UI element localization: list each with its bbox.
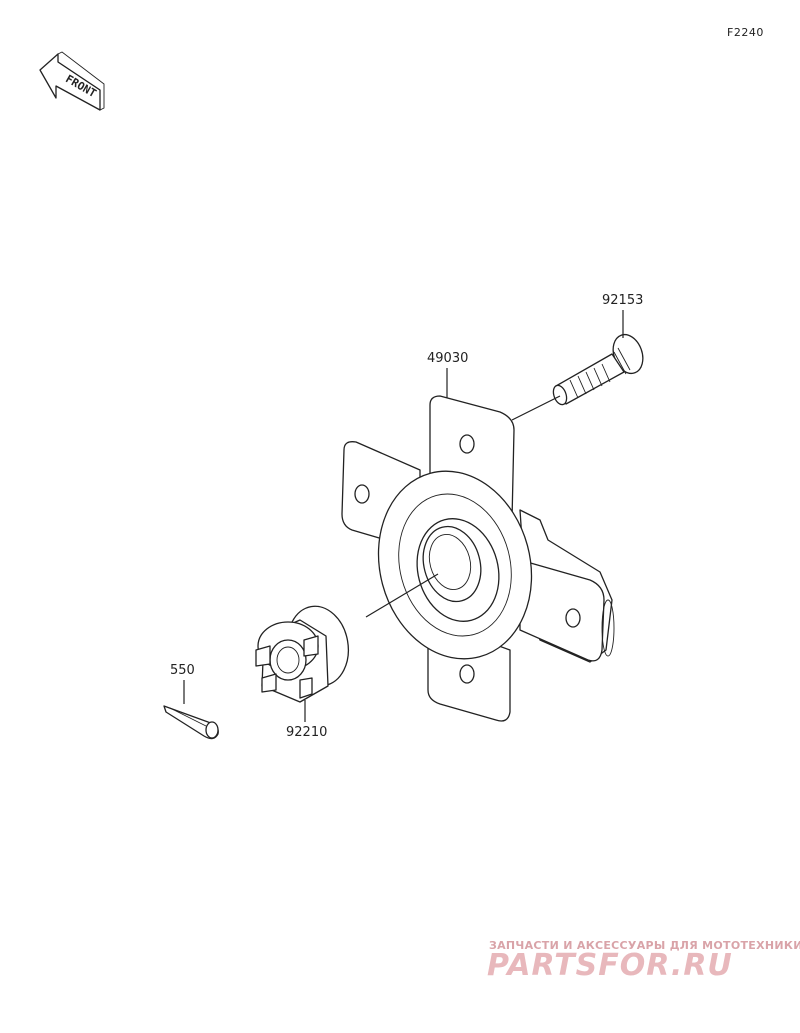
part-number-92153: 92153 [602, 293, 643, 308]
watermark-caption: ЗАПЧАСТИ И АКСЕССУАРЫ ДЛЯ МОТОТЕХНИКИ [489, 939, 800, 952]
hub-part [341, 395, 615, 722]
castle-nut-part [255, 605, 349, 703]
watermark-logo: PARTSFOR.RU [487, 948, 733, 983]
cotter-pin-part [163, 705, 219, 740]
stud-bolt-part [552, 333, 644, 406]
part-number-49030: 49030 [427, 351, 468, 366]
figure-code: F2240 [727, 26, 764, 39]
front-arrow-icon: FRONT [39, 51, 105, 111]
part-number-92210: 92210 [286, 725, 327, 740]
part-number-550: 550 [170, 663, 195, 678]
